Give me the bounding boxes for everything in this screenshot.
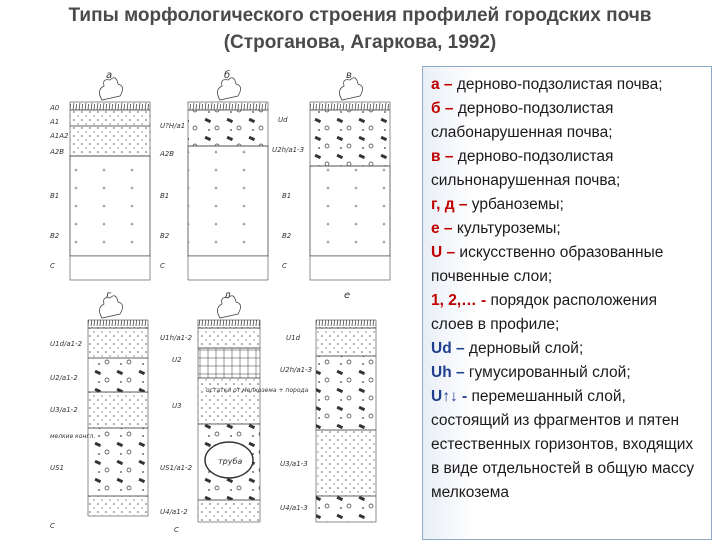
legend-item-a: а – дерново-подзолистая почва;: [431, 76, 663, 93]
horizon-label: B2: [160, 232, 170, 240]
horizon-label: U3: [172, 402, 182, 410]
legend-item-e: е – культуроземы;: [431, 220, 561, 237]
horizon-label: B2: [50, 232, 60, 240]
horizon-label: U2/a1-2: [50, 374, 78, 382]
horizon-label: A1A2: [49, 132, 69, 140]
profile-g: г U1d/a1-2 U2/a1-2 U3/a1-2 мелкие конгл.…: [50, 290, 149, 530]
horizon-label: C: [160, 262, 165, 270]
profile-letter-g: г: [106, 290, 112, 301]
horizon-label: US1: [50, 464, 64, 472]
profile-letter-v: в: [346, 70, 352, 81]
title-line-1: Типы морфологического строения профилей …: [68, 5, 652, 26]
horizon-label: A1: [49, 118, 59, 126]
horizon-label: U4/a1-3: [280, 504, 308, 512]
legend-item-ud: Ud – дерновый слой;: [431, 340, 584, 357]
page-title: Типы морфологического строения профилей …: [0, 2, 720, 56]
horizon-label: B2: [282, 232, 292, 240]
profile-d: д остатки от мелкозема + порода труба U1…: [160, 290, 309, 534]
horizon-label: U1d/a1-2: [50, 340, 83, 348]
horizon-label: U1h/a1-2: [160, 334, 193, 342]
horizon-label: U2h/a1-3: [280, 366, 312, 374]
horizon-label: U2h/a1-3: [272, 146, 304, 154]
horizon-label: C: [50, 522, 55, 530]
profile-a: а A0 A1 A1A2 A2B B1 B2 C: [49, 70, 151, 281]
soil-profiles-drawing: а A0 A1 A1A2 A2B B1 B2 C б U?H/a1 A2B B1…: [49, 69, 391, 534]
horizon-label: U1d: [286, 334, 301, 342]
horizon-label: A2B: [159, 150, 174, 158]
profile-letter-b: б: [224, 69, 230, 81]
profile-v: в Ud U2h/a1-3 B1 B2 C: [272, 70, 391, 281]
profile-letter-e: е: [344, 290, 350, 301]
legend-panel: а – дерново-подзолистая почва; б – дерно…: [422, 66, 712, 540]
horizon-label: U?H/a1: [160, 122, 185, 130]
horizon-label: US1/a1-2: [160, 464, 193, 472]
pipe-label: труба: [218, 457, 242, 466]
horizon-label: B1: [282, 192, 291, 200]
legend-item-umixed: U↑↓ - перемешанный слой, состоящий из фр…: [431, 388, 695, 501]
horizon-label: U2: [172, 356, 182, 364]
profile-letter-a: а: [106, 70, 112, 81]
horizon-label: B1: [160, 192, 169, 200]
horizon-label: U4/a1-2: [160, 508, 188, 516]
horizon-label: C: [174, 526, 179, 534]
title-line-2: (Строганова, Агаркова, 1992): [223, 32, 497, 53]
legend-item-v: в – дерново-подзолистая сильнонарушенная…: [431, 148, 621, 189]
horizon-label: C: [50, 262, 55, 270]
legend-item-order: 1, 2,… - порядок расположения слоев в пр…: [431, 292, 657, 333]
horizon-label: Ud: [278, 116, 288, 124]
horizon-label: мелкие конгл.: [50, 433, 95, 440]
profile-b: б U?H/a1 A2B B1 B2 C: [159, 69, 269, 281]
legend-item-b: б – дерново-подзолистая слабонарушенная …: [431, 100, 614, 141]
horizon-label: B1: [50, 192, 59, 200]
horizon-label: C: [282, 262, 287, 270]
soil-profiles-figure: а A0 A1 A1A2 A2B B1 B2 C б U?H/a1 A2B B1…: [48, 62, 418, 540]
profile-e: е U1d U2h/a1-3 U3/a1-3 U4/a1-3: [280, 290, 377, 523]
horizon-label: A2B: [49, 148, 64, 156]
horizon-label: U3/a1-2: [50, 406, 78, 414]
profile-letter-d: д: [223, 290, 231, 301]
legend-item-uh: Uh – гумусированный слой;: [431, 364, 631, 381]
layer-label: остатки от мелкозема + порода: [206, 387, 309, 394]
legend-item-u: U – искусственно образованные почвенные …: [431, 244, 664, 285]
horizon-label: U3/a1-3: [280, 460, 308, 468]
legend-item-gd: г, д – урбаноземы;: [431, 196, 564, 213]
horizon-label: A0: [49, 104, 60, 112]
